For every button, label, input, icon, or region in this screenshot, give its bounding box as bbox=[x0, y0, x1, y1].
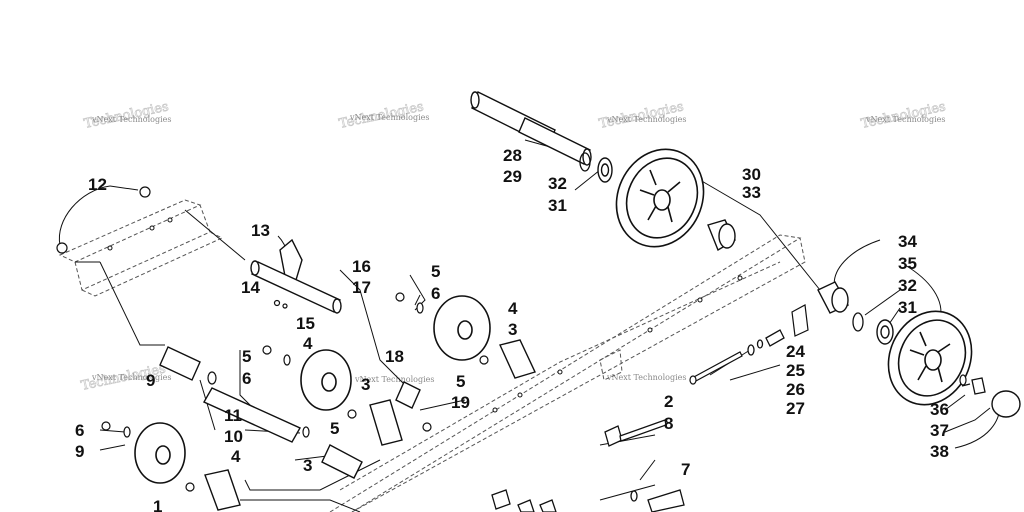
callout-label: 15 bbox=[296, 314, 315, 333]
callout-label: 3 bbox=[361, 375, 370, 394]
bolt-1 bbox=[604, 419, 667, 447]
watermark-text: vNext Technologies bbox=[865, 115, 945, 124]
spacer-24 bbox=[747, 329, 785, 356]
watermark-text: vNext Technologies bbox=[349, 113, 429, 122]
watermark-text: vNext Technologies bbox=[606, 373, 686, 382]
callout-label: 17 bbox=[352, 278, 371, 297]
watermark-text: vNext Technologies bbox=[91, 115, 171, 124]
tubes bbox=[159, 346, 421, 479]
watermark: vNext Technologies bbox=[354, 375, 434, 384]
callout-label: 11 bbox=[224, 406, 242, 425]
callout-label: 24 bbox=[786, 342, 805, 361]
left-rail bbox=[58, 199, 224, 297]
callout-labels: 12 13 14 15 16 17 28 29 32 31 30 33 34 3… bbox=[75, 146, 949, 512]
wheel-lower-left bbox=[134, 422, 186, 484]
callout-label: 6 bbox=[431, 284, 440, 303]
callout-label: 1 bbox=[153, 497, 162, 512]
callout-label: 6 bbox=[75, 421, 84, 440]
callout-label: 32 bbox=[898, 276, 917, 295]
wheel-center-left bbox=[300, 349, 352, 411]
callout-label: 9 bbox=[146, 371, 155, 390]
callout-label: 5 bbox=[456, 372, 465, 391]
callout-label: 8 bbox=[664, 414, 673, 433]
callout-label: 5 bbox=[431, 262, 440, 281]
hub-cap-top bbox=[707, 219, 736, 252]
callout-label: 3 bbox=[508, 320, 517, 339]
callout-label: 10 bbox=[224, 427, 243, 446]
callout-label: 3 bbox=[303, 456, 312, 475]
callout-label: 16 bbox=[352, 257, 371, 276]
callout-label: 31 bbox=[548, 196, 567, 215]
callout-label: 34 bbox=[898, 232, 917, 251]
callout-label: 9 bbox=[75, 442, 84, 461]
callout-label: 36 bbox=[930, 400, 949, 419]
watermark: Technologies vNext Technologies bbox=[859, 99, 947, 132]
callout-label: 32 bbox=[548, 174, 567, 193]
bracket-right bbox=[791, 304, 809, 337]
watermark: Technologies vNext Technologies bbox=[82, 99, 171, 132]
watermark: Technologies vNext Technologies bbox=[337, 99, 429, 132]
callout-label: 5 bbox=[242, 347, 251, 366]
callout-label: 2 bbox=[664, 392, 673, 411]
callout-label: 26 bbox=[786, 380, 805, 399]
watermark: Technologies vNext Technologies bbox=[597, 99, 686, 132]
callout-label: 30 bbox=[742, 165, 761, 184]
snap-ring-top bbox=[579, 152, 591, 172]
bolts-lower bbox=[491, 489, 557, 512]
callout-label: 4 bbox=[303, 334, 313, 353]
long-bolt bbox=[689, 351, 743, 385]
bolt-right bbox=[961, 377, 986, 395]
callout-label: 38 bbox=[930, 442, 949, 461]
bearing-top bbox=[597, 157, 613, 183]
small-pin-14 bbox=[273, 299, 288, 309]
watermark-text: vNext Technologies bbox=[354, 375, 434, 384]
callout-label: 31 bbox=[898, 298, 917, 317]
callout-label: 12 bbox=[88, 175, 107, 194]
callout-label: 35 bbox=[898, 254, 917, 273]
watermark-text: vNext Technologies bbox=[91, 373, 171, 382]
callout-label: 14 bbox=[241, 278, 260, 297]
callout-label: 13 bbox=[251, 221, 270, 240]
rail-holes bbox=[107, 217, 743, 413]
watermark: vNext Technologies bbox=[606, 373, 686, 382]
callout-label: 29 bbox=[503, 167, 522, 186]
wheel-center-right bbox=[433, 295, 491, 361]
callout-label: 37 bbox=[930, 421, 949, 440]
end-cap-right bbox=[991, 390, 1021, 418]
callout-label: 25 bbox=[786, 361, 805, 380]
callout-label: 18 bbox=[385, 347, 404, 366]
callout-label: 6 bbox=[242, 369, 251, 388]
watermark-text: vNext Technologies bbox=[606, 115, 686, 124]
watermark: Technologies vNext Technologies bbox=[79, 361, 171, 394]
callout-label: 7 bbox=[681, 460, 690, 479]
axle-mounts bbox=[204, 339, 536, 511]
arm-13 bbox=[250, 238, 342, 314]
snap-ring-right bbox=[852, 312, 864, 332]
idler-wheel-right bbox=[887, 310, 973, 406]
bolt-7 bbox=[630, 489, 685, 512]
idler-wheel-top bbox=[615, 148, 705, 248]
callout-label: 27 bbox=[786, 399, 805, 418]
callout-label: 33 bbox=[742, 183, 761, 202]
right-rail bbox=[329, 234, 806, 512]
callout-label: 4 bbox=[508, 299, 518, 318]
callout-label: 5 bbox=[330, 419, 339, 438]
callout-label: 4 bbox=[231, 447, 241, 466]
callout-label: 19 bbox=[451, 393, 470, 412]
hub-cap-right bbox=[817, 281, 849, 314]
bearing-right bbox=[876, 319, 894, 345]
idler-axle-top bbox=[470, 91, 592, 166]
nuts-washers bbox=[56, 186, 489, 492]
leader-lines bbox=[58, 139, 1001, 512]
washer-right bbox=[959, 374, 967, 386]
callout-label: 28 bbox=[503, 146, 522, 165]
